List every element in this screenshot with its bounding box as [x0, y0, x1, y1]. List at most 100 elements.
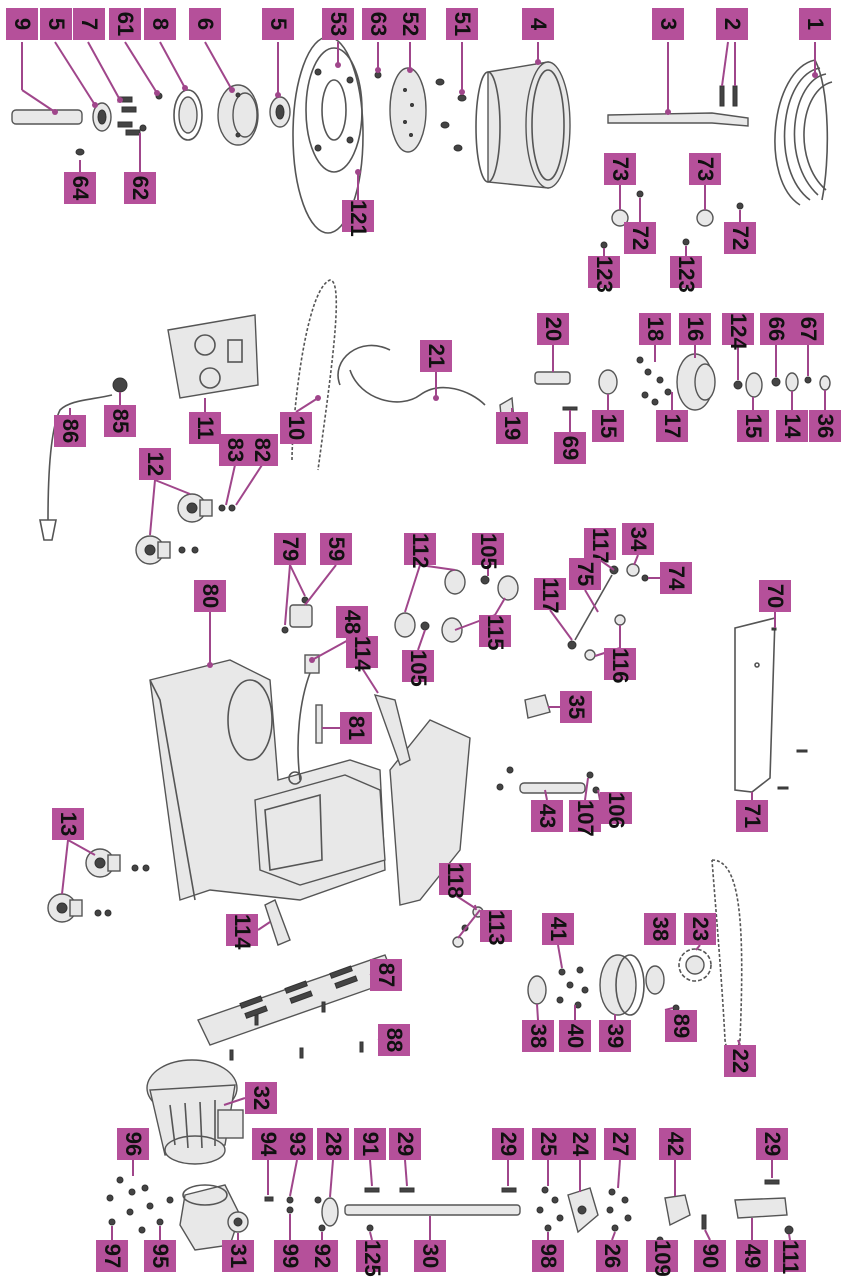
part-label-107: 107 — [569, 800, 601, 837]
part-label-41: 41 — [542, 913, 574, 945]
part-label-27: 27 — [604, 1128, 636, 1160]
shaft-part-43 — [496, 766, 600, 794]
part-label-125: 125 — [356, 1240, 388, 1277]
bracket-part-49 — [734, 1179, 794, 1235]
gearbox-part-31 — [179, 1184, 249, 1251]
motor-part-32 — [146, 1059, 244, 1165]
part-label-11: 11 — [189, 412, 221, 444]
part-label-121: 121 — [342, 200, 374, 237]
part-label-23: 23 — [684, 913, 716, 945]
part-label-12: 12 — [139, 448, 171, 480]
part-label-113: 113 — [480, 910, 512, 946]
part-label-32: 32 — [245, 1082, 277, 1114]
part-label-114b: 114 — [226, 914, 258, 950]
part-label-73b: 73 — [689, 153, 721, 185]
part-label-48: 48 — [336, 606, 368, 638]
part-label-36: 36 — [809, 410, 841, 442]
part-label-75: 75 — [569, 558, 601, 590]
part-label-92: 92 — [306, 1240, 338, 1272]
shaft-part-30 — [344, 1204, 521, 1216]
part-label-9: 9 — [6, 8, 38, 40]
bearing-part-5b — [269, 96, 291, 128]
part-label-61: 61 — [109, 8, 141, 40]
part-label-66: 66 — [760, 313, 792, 345]
switch-parts-59-79 — [281, 596, 320, 781]
blade-part-3 — [607, 112, 749, 127]
bolts-part-96 — [106, 1176, 174, 1234]
part-label-118: 118 — [439, 863, 471, 899]
part-label-28: 28 — [317, 1128, 349, 1160]
pin-part-20 — [534, 371, 571, 385]
part-label-90: 90 — [694, 1240, 726, 1272]
part-label-73a: 73 — [604, 153, 636, 185]
part-label-70: 70 — [759, 580, 791, 612]
bolts-part-7 — [117, 92, 163, 136]
part-label-115: 115 — [479, 615, 511, 651]
drum-part-4 — [475, 61, 571, 189]
part-label-49: 49 — [736, 1240, 768, 1272]
part-label-43: 43 — [531, 800, 563, 832]
part-label-71: 71 — [736, 800, 768, 832]
part-label-109: 109 — [646, 1240, 678, 1277]
small-parts-124-66-67 — [733, 372, 831, 398]
chain-part-10 — [291, 279, 338, 471]
part-label-95: 95 — [144, 1240, 176, 1272]
plate-part-52 — [389, 67, 427, 153]
part-label-39: 39 — [599, 1020, 631, 1052]
part-label-42: 42 — [659, 1128, 691, 1160]
part-label-29a: 29 — [389, 1128, 421, 1160]
hub-part-16 — [676, 353, 716, 411]
part-label-98: 98 — [532, 1240, 564, 1272]
bearing-part-15a — [598, 369, 618, 395]
part-label-38a: 38 — [644, 913, 676, 945]
key-part-69 — [562, 406, 578, 411]
screws-part-51 — [435, 78, 467, 152]
part-label-72b: 72 — [724, 222, 756, 254]
coupling-part-28 — [264, 1196, 339, 1232]
part-label-40: 40 — [559, 1020, 591, 1052]
part-label-5: 5 — [40, 8, 72, 40]
part-label-24: 24 — [564, 1128, 596, 1160]
part-label-80: 80 — [194, 580, 226, 612]
clamp-part-42 — [656, 1194, 707, 1244]
part-label-35: 35 — [560, 691, 592, 723]
screws-part-2 — [719, 85, 738, 107]
power-cord-part-86 — [39, 377, 128, 541]
knobs-part-112 — [394, 569, 519, 643]
handle-part-114a — [373, 694, 411, 766]
flange-part-24 — [536, 1186, 632, 1234]
part-label-62: 62 — [124, 172, 156, 204]
part-label-7: 7 — [73, 8, 105, 40]
part-label-111: 111 — [774, 1240, 806, 1274]
part-label-116: 116 — [604, 648, 636, 684]
handle-part-114b — [264, 899, 291, 946]
spiral-hook-part-21 — [337, 344, 486, 406]
part-label-88: 88 — [378, 1024, 410, 1056]
part-label-8: 8 — [144, 8, 176, 40]
part-label-30: 30 — [414, 1240, 446, 1272]
base-plate-part-87 — [197, 954, 396, 1046]
part-label-19: 19 — [496, 412, 528, 444]
pulley-assembly-part-39 — [527, 954, 665, 1016]
part-label-106: 106 — [600, 792, 632, 829]
part-label-15a: 15 — [592, 410, 624, 442]
part-label-38b: 38 — [522, 1020, 554, 1052]
bearing-part-5a — [92, 102, 112, 132]
sprocket-part-23 — [678, 948, 712, 982]
caster-part-12 — [135, 493, 236, 565]
washer-part-64 — [75, 148, 85, 156]
hub-part-6 — [217, 84, 259, 146]
wire-loops-part-1 — [774, 59, 833, 206]
part-label-97: 97 — [96, 1240, 128, 1272]
part-label-123a: 123 — [588, 256, 620, 293]
part-label-2: 2 — [716, 8, 748, 40]
part-label-34: 34 — [622, 523, 654, 555]
part-label-29c: 29 — [756, 1128, 788, 1160]
part-label-1: 1 — [799, 8, 831, 40]
part-label-4: 4 — [522, 8, 554, 40]
shaft-part-9 — [11, 109, 83, 125]
part-label-117a: 117 — [584, 528, 616, 564]
bolts-part-17 — [636, 356, 672, 406]
